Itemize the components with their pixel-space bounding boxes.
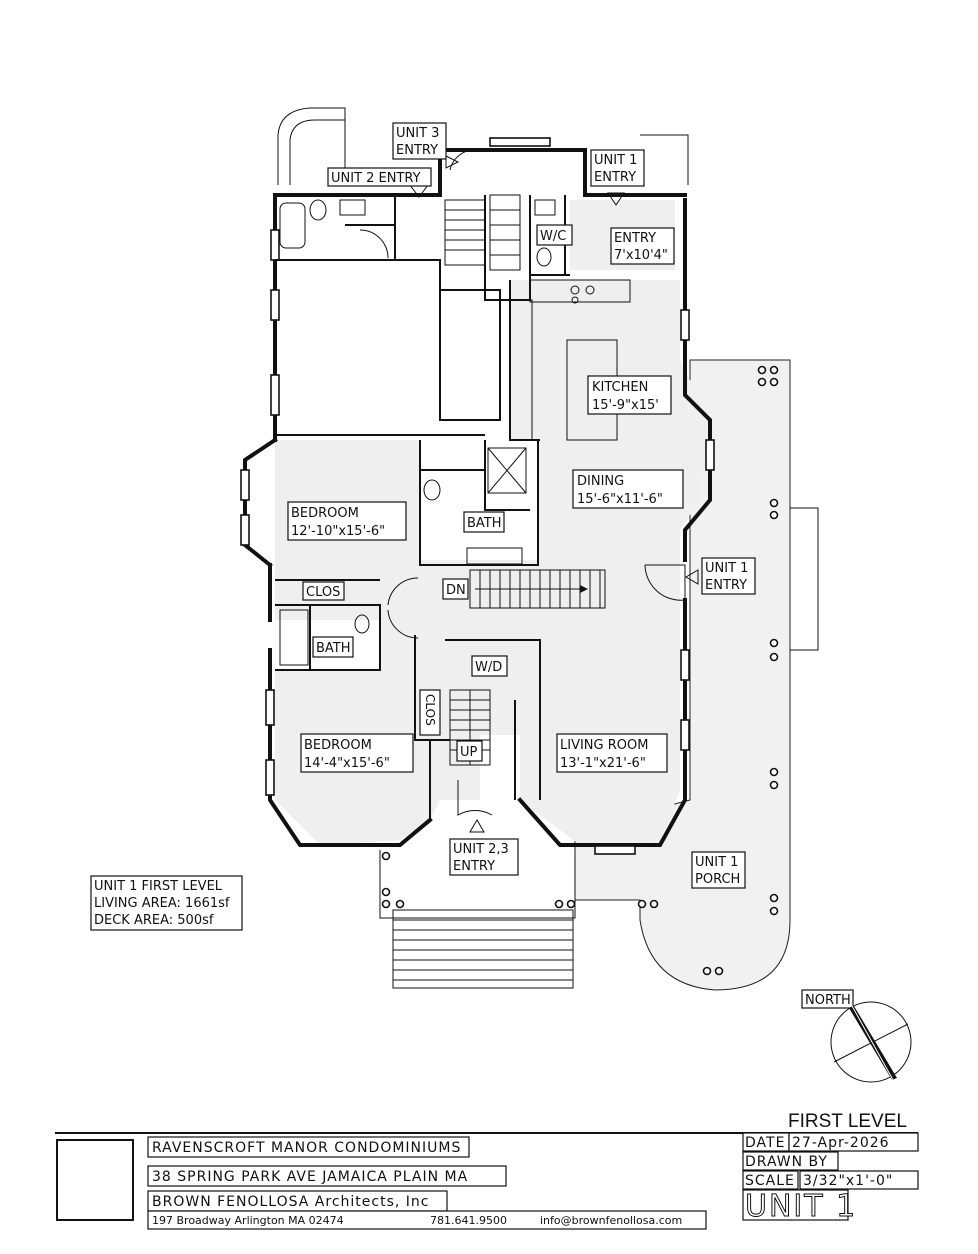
label-bath-lower: BATH xyxy=(312,636,354,658)
svg-text:UNIT 2 ENTRY: UNIT 2 ENTRY xyxy=(331,171,421,186)
entry-arrows xyxy=(409,155,699,833)
north-arrow: NORTH xyxy=(801,989,912,1083)
svg-text:DATE: DATE xyxy=(745,1135,785,1151)
firm-name: BROWN FENOLLOSA Architects, Inc xyxy=(152,1194,429,1210)
svg-text:BEDROOM: BEDROOM xyxy=(291,506,359,521)
firm-phone: 781.641.9500 xyxy=(430,1214,507,1227)
svg-text:UP: UP xyxy=(460,745,478,760)
svg-text:DINING: DINING xyxy=(577,474,624,489)
label-bedroom-upper: BEDROOM 12'-10"x15'-6" xyxy=(287,501,407,541)
label-bath-upper: BATH xyxy=(463,511,505,533)
label-dn: DN xyxy=(442,578,469,600)
label-clos-side: CLOS xyxy=(419,689,441,736)
label-unit3-entry: UNIT 3 ENTRY xyxy=(392,122,447,160)
svg-text:15'-6"x11'-6": 15'-6"x11'-6" xyxy=(577,492,663,507)
svg-text:KITCHEN: KITCHEN xyxy=(592,380,648,395)
door-swings xyxy=(359,149,686,816)
label-wd: W/D xyxy=(471,655,508,677)
front-landing xyxy=(379,850,576,919)
svg-text:DRAWN BY: DRAWN BY xyxy=(745,1154,828,1170)
svg-text:LIVING AREA: 1661sf: LIVING AREA: 1661sf xyxy=(94,896,230,911)
svg-text:BEDROOM: BEDROOM xyxy=(304,738,372,753)
svg-text:DN: DN xyxy=(446,583,466,598)
top-deck-arc xyxy=(277,107,346,185)
bath-fixtures xyxy=(279,199,556,666)
project-address: 38 SPRING PARK AVE JAMAICA PLAIN MA xyxy=(152,1169,468,1185)
svg-text:SCALE: SCALE xyxy=(745,1173,795,1189)
label-bedroom-lower: BEDROOM 14'-4"x15'-6" xyxy=(300,733,414,773)
svg-text:DECK AREA: 500sf: DECK AREA: 500sf xyxy=(94,913,214,928)
svg-text:BATH: BATH xyxy=(467,516,502,531)
label-up: UP xyxy=(456,740,483,762)
svg-text:UNIT 1: UNIT 1 xyxy=(695,855,738,870)
porch-steps-side xyxy=(790,507,819,651)
svg-text:15'-9"x15': 15'-9"x15' xyxy=(592,398,659,413)
svg-text:W/C: W/C xyxy=(540,229,566,244)
interior-walls xyxy=(275,195,570,820)
svg-text:PORCH: PORCH xyxy=(695,872,740,887)
svg-text:UNIT 1: UNIT 1 xyxy=(594,153,637,168)
scale-value: 3/32"x1'-0" xyxy=(803,1173,893,1189)
unit1-interior-shade xyxy=(275,280,708,845)
label-dining: DINING 15'-6"x11'-6" xyxy=(572,469,684,509)
right-deck-rail xyxy=(640,134,689,185)
svg-text:LIVING ROOM: LIVING ROOM xyxy=(560,738,648,753)
front-stairs xyxy=(392,909,574,989)
sheet-title: FIRST LEVEL xyxy=(788,1111,907,1132)
label-living-room: LIVING ROOM 13'-1"x21'-6" xyxy=(556,733,668,773)
svg-text:UNIT 3: UNIT 3 xyxy=(396,126,439,141)
svg-text:UNIT 1: UNIT 1 xyxy=(705,561,748,576)
svg-text:14'-4"x15'-6": 14'-4"x15'-6" xyxy=(304,756,390,771)
project-name: RAVENSCROFT MANOR CONDOMINIUMS xyxy=(152,1140,461,1156)
logo-box xyxy=(56,1139,134,1221)
label-kitchen: KITCHEN 15'-9"x15' xyxy=(587,375,672,415)
porch-columns xyxy=(381,365,779,976)
svg-text:NORTH: NORTH xyxy=(805,993,851,1008)
svg-text:CLOS: CLOS xyxy=(306,585,340,600)
label-unit1-entry-side: UNIT 1 ENTRY xyxy=(701,557,756,595)
svg-text:BATH: BATH xyxy=(316,641,351,656)
svg-text:12'-10"x15'-6": 12'-10"x15'-6" xyxy=(291,524,385,539)
label-unit1-porch: UNIT 1 PORCH xyxy=(691,851,746,889)
svg-text:CLOS: CLOS xyxy=(423,694,437,726)
unit-label: UNIT 1 xyxy=(745,1189,857,1224)
label-unit1-entry-top: UNIT 1 ENTRY xyxy=(590,149,645,187)
label-clos-upper: CLOS xyxy=(302,581,345,601)
firm-address: 197 Broadway Arlington MA 02474 xyxy=(152,1214,344,1227)
date-value: 27-Apr-2026 xyxy=(792,1135,890,1151)
svg-text:ENTRY: ENTRY xyxy=(705,578,747,593)
svg-text:ENTRY: ENTRY xyxy=(396,143,438,158)
svg-text:ENTRY: ENTRY xyxy=(594,170,636,185)
svg-text:7'x10'4": 7'x10'4" xyxy=(614,248,668,263)
firm-email: info@brownfenollosa.com xyxy=(540,1214,682,1227)
svg-text:ENTRY: ENTRY xyxy=(453,859,495,874)
svg-text:UNIT 2,3: UNIT 2,3 xyxy=(453,842,509,857)
svg-text:ENTRY: ENTRY xyxy=(614,231,656,246)
title-block: FIRST LEVEL RAVENSCROFT MANOR CONDOMINIU… xyxy=(55,1111,919,1230)
stairs xyxy=(444,194,606,766)
svg-text:UNIT 1 FIRST LEVEL: UNIT 1 FIRST LEVEL xyxy=(94,879,223,894)
label-unit23-entry: UNIT 2,3 ENTRY xyxy=(449,838,519,876)
svg-text:W/D: W/D xyxy=(475,660,502,675)
label-entry: ENTRY 7'x10'4" xyxy=(610,227,675,265)
area-notes: UNIT 1 FIRST LEVEL LIVING AREA: 1661sf D… xyxy=(90,875,243,931)
svg-text:13'-1"x21'-6": 13'-1"x21'-6" xyxy=(560,756,646,771)
label-wc: W/C xyxy=(536,224,573,246)
label-unit2-entry: UNIT 2 ENTRY xyxy=(327,167,432,187)
